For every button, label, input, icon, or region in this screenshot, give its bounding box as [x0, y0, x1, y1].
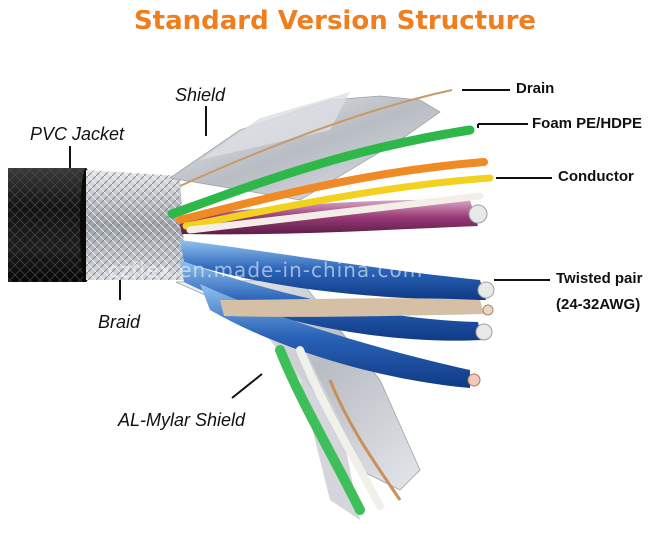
braid — [86, 170, 186, 280]
twisted-pair-blue — [180, 240, 495, 388]
leader-lines — [69, 89, 552, 399]
label-shield: Shield — [175, 85, 226, 105]
diagram-title: Standard Version Structure — [133, 6, 537, 36]
label-drain: Drain — [516, 80, 555, 97]
label-foam: Foam PE/HDPE — [532, 115, 643, 132]
label-pvc-jacket: PVC Jacket — [30, 124, 125, 144]
label-al-mylar-shield: AL-Mylar Shield — [118, 410, 246, 430]
green-wire — [167, 125, 475, 219]
label-awg: (24-32AWG) — [556, 296, 641, 313]
white-wire — [186, 192, 484, 234]
twisted-pair-green — [275, 345, 402, 515]
label-braid: Braid — [98, 312, 141, 332]
label-conductor: Conductor — [558, 168, 634, 185]
label-twisted-pair: Twisted pair — [556, 270, 643, 287]
orange-wire — [176, 158, 488, 224]
drain-wire — [179, 89, 453, 187]
pvc-jacket — [8, 168, 92, 282]
yellow-wire — [182, 174, 494, 230]
watermark: czflex.en.made-in-china.com — [108, 258, 424, 282]
